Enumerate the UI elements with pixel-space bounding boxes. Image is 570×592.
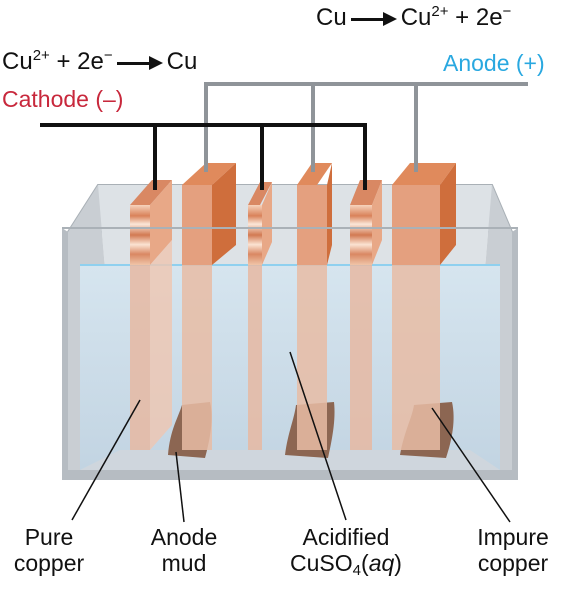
solution-formula-close: ) xyxy=(394,550,402,577)
pure-copper-leader xyxy=(71,399,141,521)
impure-copper-anode xyxy=(392,163,456,185)
impure-copper-anode-submerged xyxy=(392,265,440,450)
arrow-right-icon xyxy=(350,11,397,26)
impure-copper-anode xyxy=(297,163,332,185)
solution-line1: Acidified xyxy=(302,524,390,550)
tank-front-frame xyxy=(62,228,68,480)
anode-product: Cu xyxy=(400,4,432,31)
anode-reactant: Cu xyxy=(316,4,347,31)
pure-copper-line2: copper xyxy=(13,550,85,577)
solution-formula-state: aq xyxy=(368,550,395,577)
impure-copper-anode-side xyxy=(212,163,236,265)
solution-formula-main: CuSO xyxy=(290,550,353,577)
anode-product-charge: 2+ xyxy=(431,3,449,20)
anode-mud-line2: mud xyxy=(161,550,207,577)
anode-mud-leader xyxy=(175,451,185,523)
impure-copper-leader xyxy=(431,407,511,523)
anode-mud-line1: Anode xyxy=(150,524,218,550)
pure-copper-cathode-side xyxy=(372,180,382,265)
solution-callout: Acidified CuSO4(aq) xyxy=(268,524,424,580)
pure-copper-cathode xyxy=(248,205,262,265)
anode-label: Anode (+) xyxy=(443,50,545,76)
cathode-label: Cathode (–) xyxy=(2,86,124,112)
anode-electrons: + 2e xyxy=(455,4,503,31)
impure-copper-callout: Impure copper xyxy=(458,524,568,577)
solution-formula: CuSO4(aq) xyxy=(268,550,424,580)
impure-copper-anode-submerged xyxy=(182,265,212,450)
pure-copper-cathode xyxy=(248,182,272,205)
cathode-half-equation: Cu2+ + 2e−Cu xyxy=(2,48,197,76)
cathode-wire xyxy=(40,123,367,190)
cathode-reactant-charge: 2+ xyxy=(32,47,50,64)
impure-copper-anode xyxy=(182,163,236,185)
cathode-reactant: Cu xyxy=(2,48,33,75)
pure-copper-cathode xyxy=(130,180,172,205)
anode-mud-callout: Anode mud xyxy=(132,524,236,577)
impure-copper-anode xyxy=(297,185,327,265)
impure-copper-anode-side xyxy=(440,163,456,265)
solution-formula-open: ( xyxy=(361,550,369,577)
pure-copper-line1: Pure xyxy=(24,524,74,550)
pure-copper-cathode-side xyxy=(262,182,272,265)
pure-copper-cathode-submerged xyxy=(248,265,262,450)
solution-leader xyxy=(289,351,347,521)
anode-electron-sign: − xyxy=(502,3,512,20)
pure-copper-cathode-submerged-side xyxy=(150,240,172,450)
pure-copper-cathode xyxy=(350,180,382,205)
cathode-electrons: + 2e xyxy=(56,48,104,75)
tank-front-frame xyxy=(512,228,518,480)
tank-front-bottom xyxy=(62,470,518,480)
impure-copper-line1: Impure xyxy=(477,524,549,550)
impure-copper-anode-submerged xyxy=(297,265,327,450)
pure-copper-cathode-submerged xyxy=(350,265,372,450)
pure-copper-cathode-side xyxy=(150,180,172,265)
anode-wire xyxy=(204,82,528,172)
impure-copper-line2: copper xyxy=(477,550,549,577)
cathode-electron-sign: − xyxy=(103,47,113,64)
pure-copper-callout: Pure copper xyxy=(0,524,98,577)
impure-copper-anode-side xyxy=(327,163,332,265)
arrow-right-icon xyxy=(116,55,163,70)
solution-formula-subscript: 4 xyxy=(352,562,362,580)
pure-copper-cathode xyxy=(130,205,150,265)
impure-copper-anode xyxy=(392,185,440,265)
cathode-product: Cu xyxy=(166,48,198,75)
pure-copper-cathode-submerged xyxy=(130,265,150,450)
impure-copper-anode xyxy=(182,185,212,265)
pure-copper-cathode xyxy=(350,205,372,265)
